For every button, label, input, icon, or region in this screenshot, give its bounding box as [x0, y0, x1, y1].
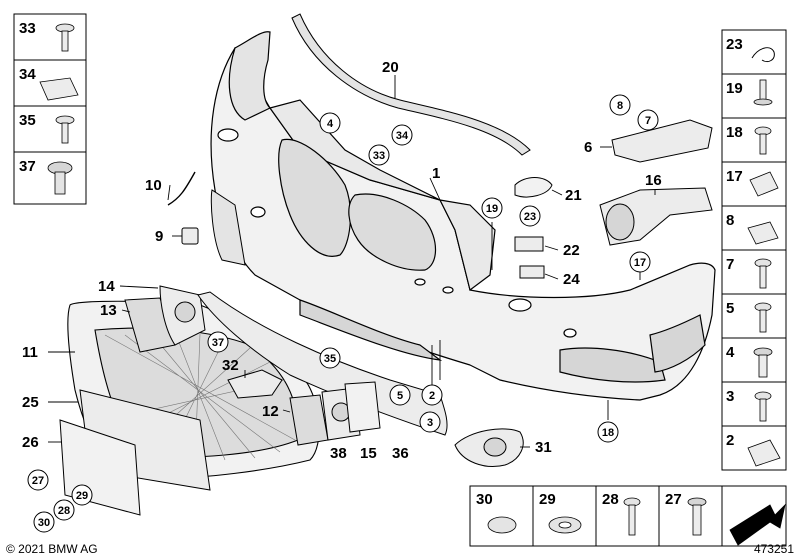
- circle-29: 29: [76, 490, 88, 502]
- callout-25: 25: [22, 394, 39, 411]
- right-cell-3-label: 3: [726, 388, 734, 405]
- right-hardware-column: 23 19 18 17 8 7 5 4 3 2: [721, 29, 787, 471]
- callout-36: 36: [392, 445, 409, 462]
- direction-arrow-icon: [729, 503, 786, 546]
- right-cell-8-label: 8: [726, 212, 734, 229]
- circled-labels: 4 34 33 8 7 19 23 17 37 35 5 2 3 18 27 2…: [27, 94, 659, 533]
- left-cell-37-label: 37: [19, 158, 36, 175]
- part-6-bracket: [611, 119, 713, 163]
- clip-nut-34-icon: [39, 77, 79, 101]
- right-cell-23-label: 23: [726, 36, 743, 53]
- bottom-cell-27-label: 27: [665, 491, 682, 508]
- circle-2: 2: [429, 390, 435, 402]
- circle-33: 33: [373, 150, 385, 162]
- part-15-cover: [344, 381, 381, 433]
- circle-8: 8: [617, 100, 623, 112]
- leader-lines: [48, 75, 656, 448]
- callout-26: 26: [22, 434, 39, 451]
- screw-7-icon: [754, 258, 772, 289]
- clip-nut-8-icon: [747, 221, 779, 245]
- part-22-holder: [514, 236, 544, 252]
- part-20-upper-trim-strip: [291, 13, 531, 156]
- left-hardware-column: 33 34 35 37: [13, 13, 87, 205]
- circle-18: 18: [602, 427, 614, 439]
- right-cell-18-label: 18: [726, 124, 743, 141]
- part-32-sensor-bracket: [227, 369, 283, 399]
- clip-nut-17-icon: [749, 171, 779, 197]
- left-cell-33-label: 33: [19, 20, 36, 37]
- callout-14: 14: [98, 278, 115, 295]
- circle-4: 4: [327, 118, 334, 130]
- screw-3-icon: [754, 391, 772, 422]
- circle-37: 37: [212, 337, 224, 349]
- callout-15: 15: [360, 445, 377, 462]
- callout-13: 13: [100, 302, 117, 319]
- part-24-holder: [519, 265, 545, 279]
- bottom-cell-29-label: 29: [539, 491, 556, 508]
- screw-35-icon: [55, 115, 75, 144]
- part-10-cable: [167, 171, 196, 206]
- bumper-left-side: [210, 189, 246, 266]
- callout-1: 1: [432, 165, 440, 182]
- right-cell-2-label: 2: [726, 432, 734, 449]
- clip-2-icon: [747, 439, 781, 467]
- callout-24: 24: [563, 271, 580, 288]
- callout-11: 11: [22, 344, 38, 361]
- spring-clip-23-icon: [751, 47, 775, 63]
- callout-6: 6: [584, 139, 592, 156]
- right-cell-5-label: 5: [726, 300, 734, 317]
- circle-19: 19: [486, 203, 498, 215]
- screw-4-icon: [753, 347, 773, 378]
- part-14-fog-ring: [174, 301, 196, 323]
- callout-9: 9: [155, 228, 163, 245]
- copyright-text: © 2021 BMW AG: [6, 542, 98, 556]
- part-16-duct-opening: [605, 203, 635, 241]
- screw-37-icon: [47, 161, 73, 195]
- callout-10: 10: [145, 177, 162, 194]
- diagram-reference-id: 473251: [753, 542, 794, 556]
- callout-20: 20: [382, 59, 399, 76]
- screw-18-icon: [754, 126, 772, 155]
- right-cell-19-label: 19: [726, 80, 743, 97]
- bottom-hardware-row: 30 29 28 27: [469, 485, 787, 547]
- bottom-cell-28-label: 28: [602, 491, 619, 508]
- circle-17: 17: [634, 257, 646, 269]
- callout-32: 32: [222, 357, 239, 374]
- bottom-cell-30-label: 30: [476, 491, 493, 508]
- callout-21: 21: [565, 187, 582, 204]
- callout-22: 22: [563, 242, 580, 259]
- grommet-30-icon: [487, 516, 517, 534]
- part-9-cover: [181, 227, 199, 245]
- circle-7: 7: [645, 115, 651, 127]
- circle-5: 5: [397, 390, 403, 402]
- left-cell-35-label: 35: [19, 112, 36, 129]
- rivet-19-icon: [753, 79, 773, 106]
- screw-27-icon: [687, 497, 707, 536]
- callout-38: 38: [330, 445, 347, 462]
- callout-31: 31: [535, 439, 552, 456]
- left-cell-34-label: 34: [19, 66, 36, 83]
- circle-23: 23: [524, 211, 536, 223]
- right-cell-7-label: 7: [726, 256, 734, 273]
- right-cell-17-label: 17: [726, 168, 743, 185]
- circle-35: 35: [324, 353, 336, 365]
- circle-28: 28: [58, 505, 70, 517]
- circle-27: 27: [32, 475, 44, 487]
- right-cell-4-label: 4: [726, 344, 735, 361]
- screw-28-icon: [623, 497, 641, 536]
- callout-16: 16: [645, 172, 662, 189]
- part-31-fog-opening: [483, 437, 507, 457]
- circle-30: 30: [38, 517, 50, 529]
- screw-5-icon: [754, 302, 772, 333]
- callout-12: 12: [262, 403, 279, 420]
- part-21-cover-cap: [514, 177, 553, 198]
- screw-33-icon: [55, 23, 75, 52]
- circle-34: 34: [396, 130, 409, 142]
- circle-3: 3: [427, 417, 433, 429]
